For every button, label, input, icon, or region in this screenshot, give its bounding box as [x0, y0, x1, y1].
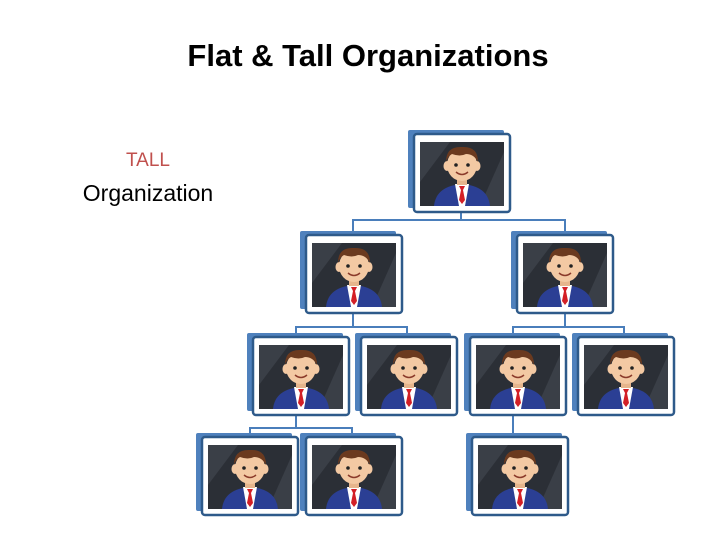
connector-line	[352, 212, 462, 235]
employee-photo-card-icon	[511, 231, 615, 315]
employee-photo-card-icon	[466, 433, 570, 517]
connector-line	[295, 313, 354, 337]
slide-title: Flat & Tall Organizations	[187, 38, 549, 73]
connector-line	[512, 313, 566, 337]
tall-label: TALL	[125, 150, 170, 171]
org-cards	[196, 130, 676, 517]
employee-photo-card-icon	[247, 333, 351, 417]
organization-label: Organization	[82, 180, 214, 206]
connector-line	[461, 219, 566, 235]
employee-photo-card-icon	[300, 231, 404, 315]
employee-photo-card-icon	[572, 333, 676, 417]
connector-line	[249, 415, 297, 437]
employee-photo-card-icon	[464, 333, 568, 417]
employee-photo-card-icon	[355, 333, 459, 417]
employee-photo-card-icon	[196, 433, 300, 517]
employee-photo-card-icon	[408, 130, 512, 214]
employee-photo-card-icon	[300, 433, 404, 517]
